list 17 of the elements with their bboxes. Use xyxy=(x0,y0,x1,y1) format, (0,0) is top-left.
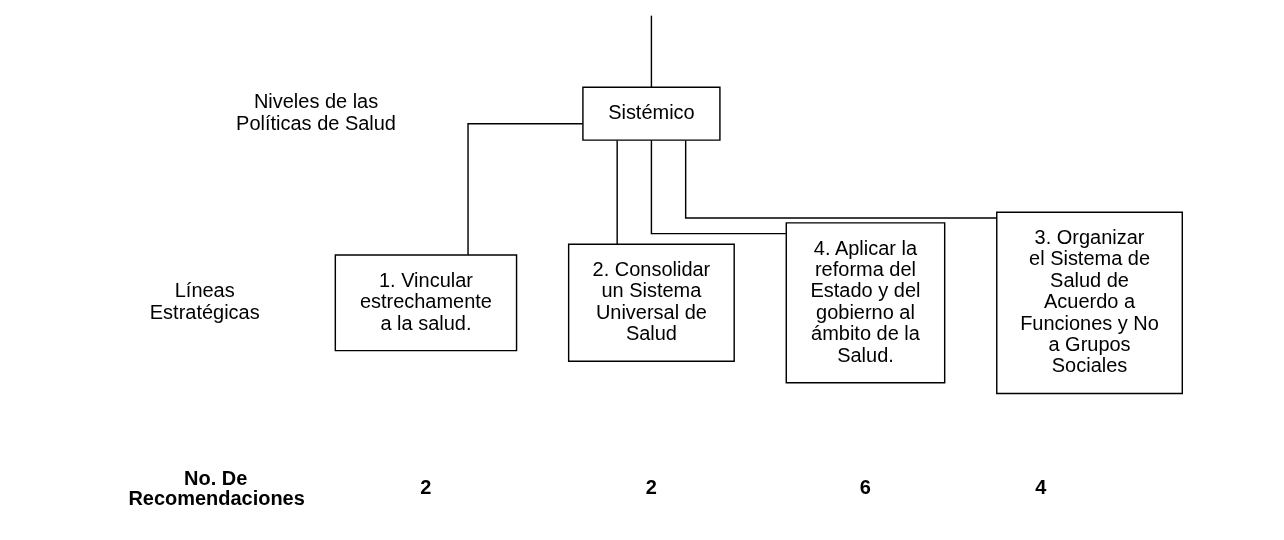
node-box: 2. Consolidar un Sistema Universal de Salud xyxy=(567,243,735,363)
node-box: 3. Organizar el Sistema de Salud de Acuerdo a Funciones y No a Grupos Sociales xyxy=(995,211,1183,395)
label: 6 xyxy=(859,476,871,499)
label: 2 xyxy=(645,476,657,499)
connector xyxy=(650,139,786,235)
connector xyxy=(684,139,997,219)
node-box: 4. Aplicar la reforma del Estado y del gobierno al ámbito de la Salud. xyxy=(785,222,945,384)
label: Líneas Estratégicas xyxy=(149,279,260,323)
label: No. De Recomendaciones xyxy=(127,467,305,510)
node-box: 1. Vincular estrechamente a la salud. xyxy=(334,254,517,352)
connector xyxy=(466,123,583,256)
node-box: Sistémico xyxy=(581,86,721,141)
label: 2 xyxy=(419,476,431,499)
connector xyxy=(615,139,618,245)
connector xyxy=(650,14,652,88)
label: 4 xyxy=(1034,476,1046,499)
label: Niveles de las Políticas de Salud xyxy=(235,90,396,134)
